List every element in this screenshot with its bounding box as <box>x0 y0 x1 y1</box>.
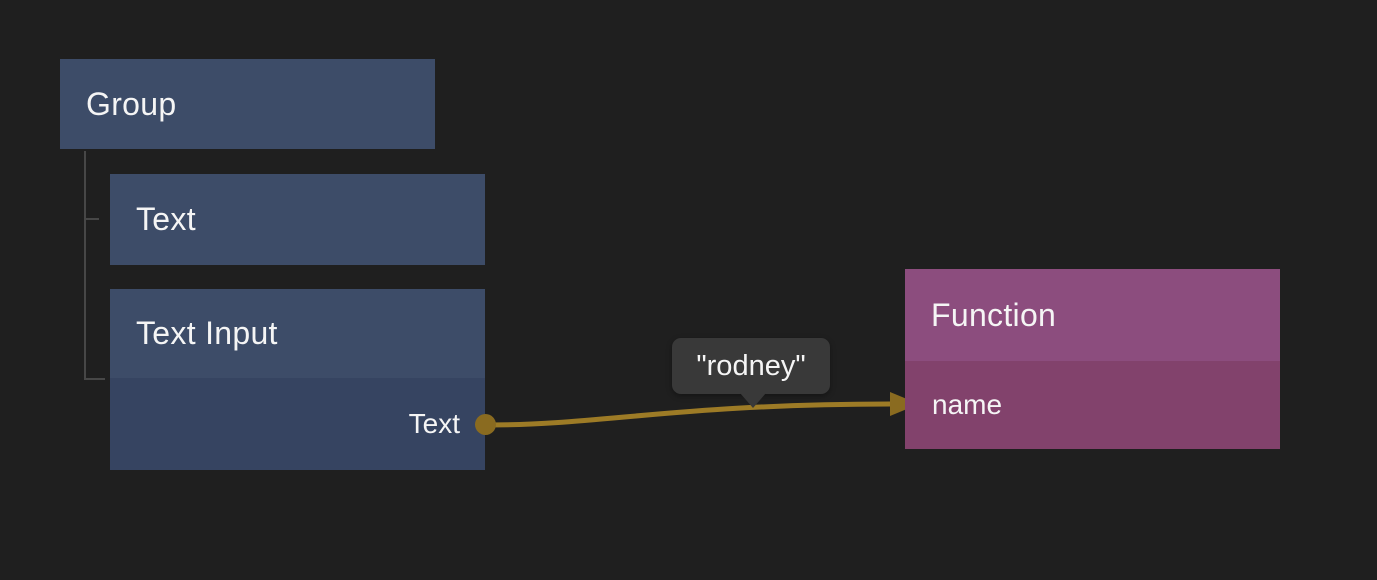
text-output-port[interactable] <box>475 414 496 435</box>
node-text-input[interactable]: Text Input Text <box>110 289 485 470</box>
node-group[interactable]: Group <box>60 59 435 149</box>
node-title: Group <box>60 59 435 149</box>
node-body: name <box>905 361 1280 449</box>
node-title: Text Input <box>110 289 485 378</box>
node-function[interactable]: Function name <box>905 269 1280 449</box>
node-text[interactable]: Text <box>110 174 485 265</box>
output-port-label: Text <box>408 408 460 439</box>
input-port-label: name <box>932 389 1003 420</box>
node-title: Function <box>905 269 1280 361</box>
tree-connector-line <box>84 151 105 380</box>
node-title: Text <box>110 174 485 265</box>
connection-wire[interactable] <box>486 401 895 428</box>
wire-arrowhead-icon <box>890 392 919 416</box>
value-tooltip: "rodney" <box>672 338 830 408</box>
node-body: Text <box>110 378 485 470</box>
value-tooltip-text: "rodney" <box>696 349 806 382</box>
